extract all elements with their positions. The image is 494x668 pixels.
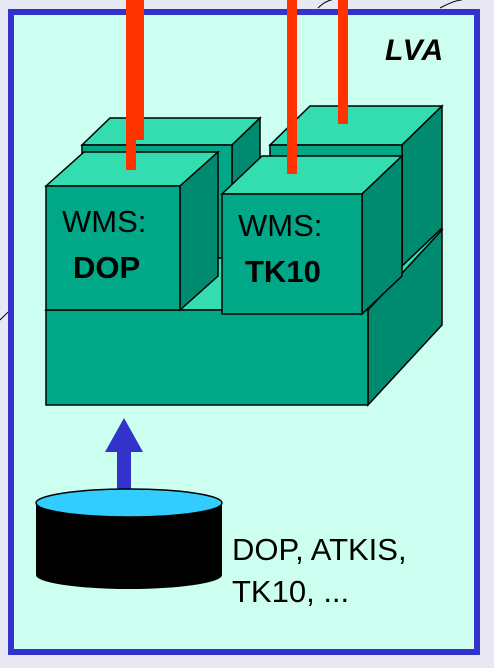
front-cube-dop xyxy=(44,150,220,312)
wms-tk10-name: TK10 xyxy=(245,254,321,289)
front-cube-tk10 xyxy=(220,154,404,316)
wms-tk10-prefix: WMS: xyxy=(238,208,323,243)
wms-dop-name: DOP xyxy=(73,250,141,285)
base-block xyxy=(44,228,444,407)
lva-label: LVA xyxy=(385,34,445,67)
wms-dop-prefix: WMS: xyxy=(62,204,147,239)
data-source-line-1: DOP, ATKIS, xyxy=(232,532,407,567)
database-icon xyxy=(35,488,223,589)
data-source-line-2: TK10, ... xyxy=(232,574,350,609)
